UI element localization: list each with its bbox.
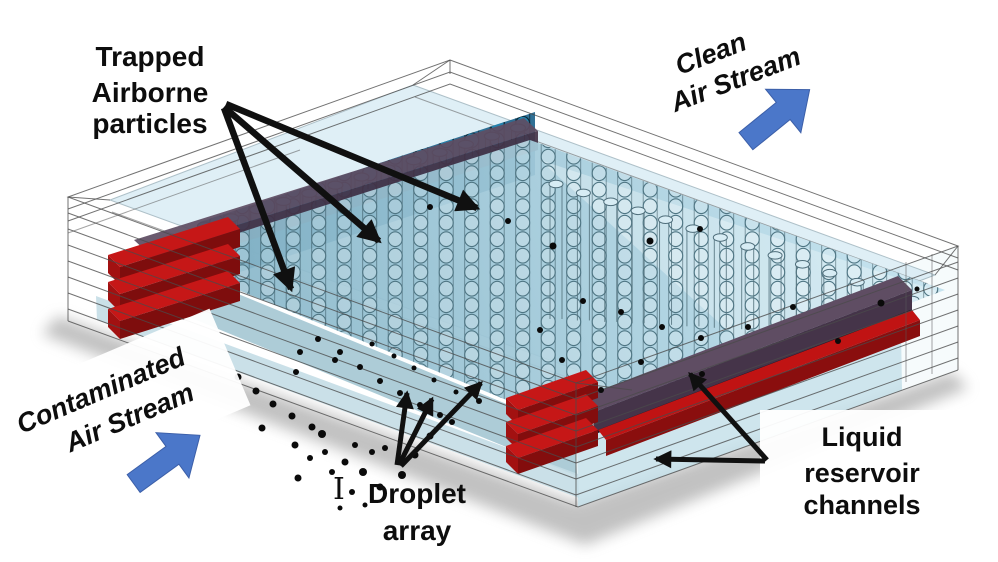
- label-droplet: Droplet array: [368, 478, 466, 546]
- airborne-particles-dots: [234, 204, 920, 511]
- trapped-particles-arrows: [220, 100, 481, 293]
- liquid-label-panel: [760, 410, 958, 522]
- label-trapped-line3: particles: [92, 108, 207, 139]
- contaminated-label-panel: [0, 308, 251, 498]
- label-trapped: Trapped Airborne particles: [92, 41, 209, 139]
- label-liquid: Liquid reservoir channels: [803, 422, 920, 520]
- reservoir-bars-right: [506, 276, 920, 474]
- label-trapped-line2: Airborne: [92, 77, 209, 108]
- label-trapped-line1: Trapped: [96, 41, 205, 72]
- air-arrow-contaminated: [126, 432, 201, 494]
- air-arrow-clean: [738, 88, 811, 151]
- droplet-array-arrows: [394, 381, 483, 468]
- label-droplet-line1: Droplet: [368, 478, 466, 509]
- label-liquid-line3: channels: [803, 490, 920, 520]
- label-droplet-line2: array: [383, 515, 452, 546]
- liquid-reservoir-arrows: [653, 371, 769, 469]
- scale-marker: I: [333, 472, 345, 507]
- annotation-arrows: [220, 100, 769, 469]
- device-shadow: [42, 316, 968, 545]
- label-liquid-line2: reservoir: [804, 458, 920, 488]
- label-liquid-line1: Liquid: [822, 422, 903, 452]
